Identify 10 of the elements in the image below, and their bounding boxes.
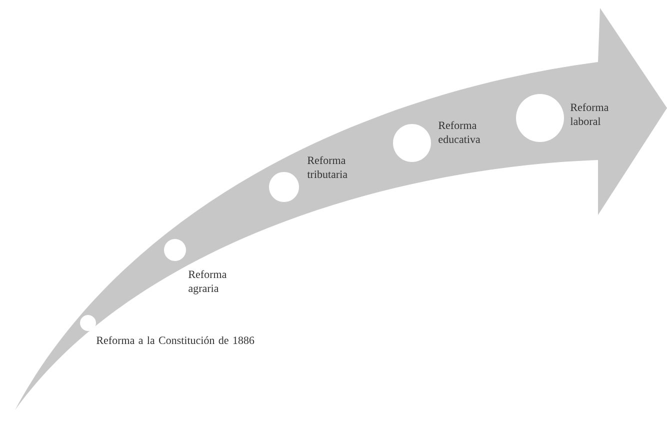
reform-label: Reforma educativa (438, 121, 480, 144)
circle-marker (80, 315, 96, 331)
reform-label: Reforma tributaria (307, 156, 348, 178)
circle-marker (269, 172, 299, 202)
reform-label: Reforma a la Constitución de 1886 (96, 336, 254, 344)
reform-label: Reforma laboral (570, 103, 609, 126)
circle-marker (164, 239, 186, 261)
reform-label: Reforma agraria (188, 270, 227, 294)
circle-marker (393, 124, 431, 162)
circle-marker (516, 94, 564, 142)
